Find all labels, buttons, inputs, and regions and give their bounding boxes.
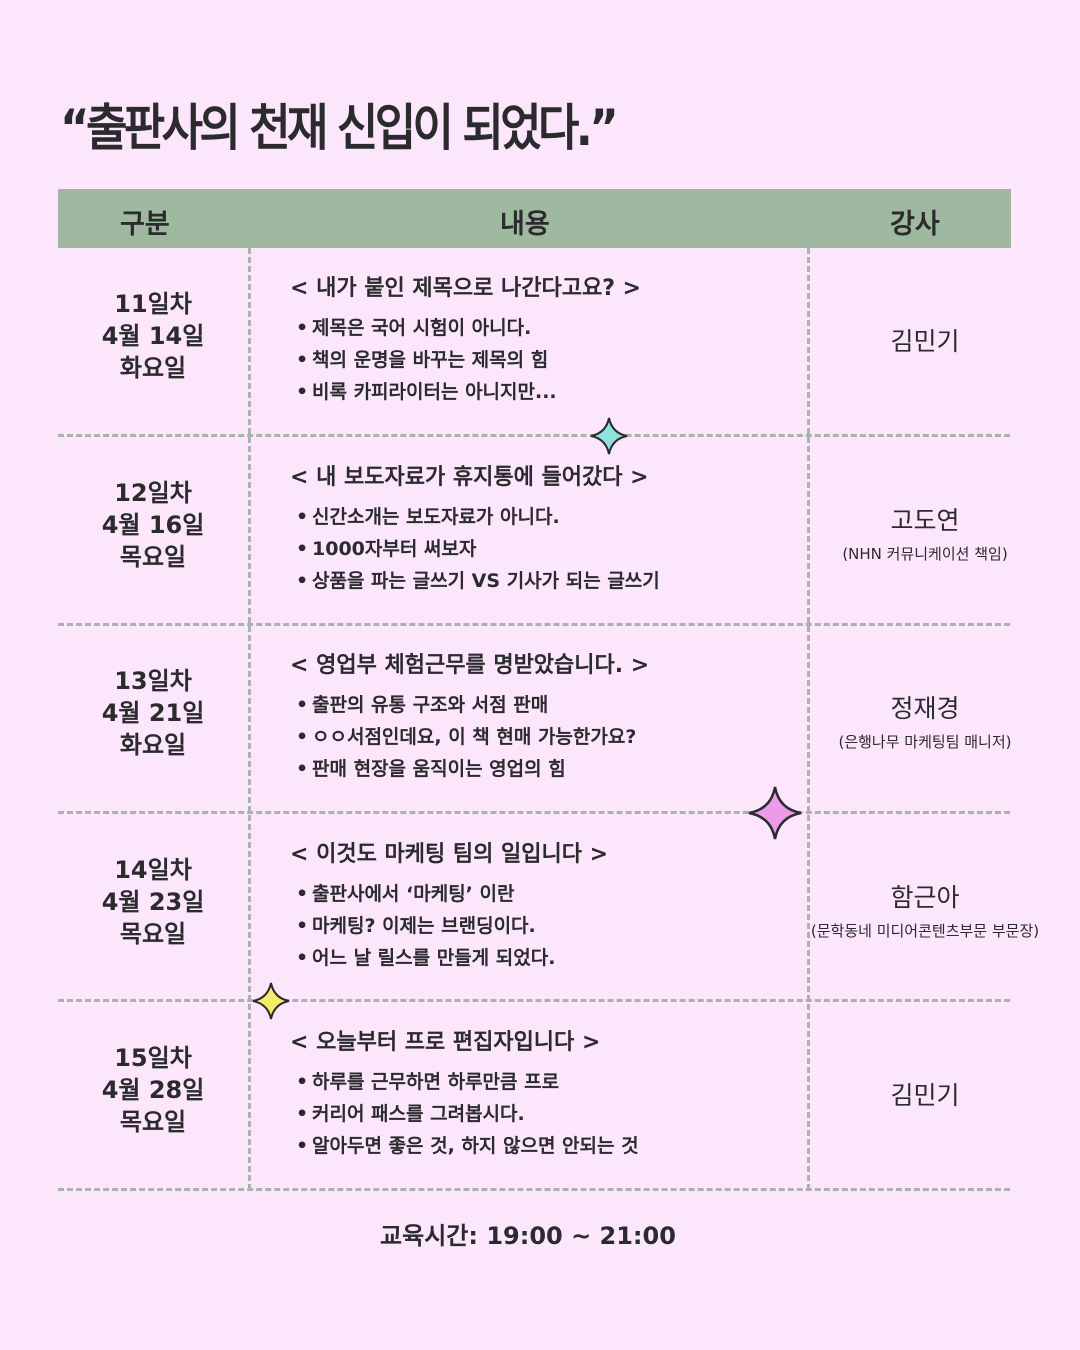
row-divider — [58, 623, 1010, 626]
session-weekday: 화요일 — [119, 731, 187, 759]
session-day: 14일차 — [114, 855, 192, 884]
page-title: “출판사의 천재 신입이 되었다.” — [60, 99, 619, 157]
sparkle-icon — [748, 786, 802, 840]
session-day: 13일차 — [114, 667, 192, 695]
sparkle-icon — [252, 982, 290, 1020]
session-weekday: 화요일 — [119, 354, 187, 382]
session-date-text: 4월 16일 — [101, 510, 205, 539]
bullet-item: 1000자부터 써보자 — [290, 533, 810, 565]
row-divider — [58, 1188, 1010, 1191]
session-day: 12일차 — [114, 478, 192, 507]
header-category: 구분 — [120, 209, 170, 240]
session-date-text: 4월 23일 — [101, 887, 205, 916]
session-topic: < 영업부 체험근무를 명받았습니다. > — [290, 653, 650, 678]
lecturer-name: 김민기 — [890, 327, 960, 356]
lecturer-name: 정재경 — [890, 694, 960, 723]
lecturer-name: 고도연 — [890, 505, 960, 535]
lecturer: 정재경 (은행나무 마케팅팀 매니저) — [810, 689, 1040, 752]
lecturer: 김민기 — [810, 322, 1040, 358]
session-date: 13일차 4월 21일 화요일 — [58, 665, 248, 761]
bullet-item: 상품을 파는 글쓰기 VS 기사가 되는 글쓰기 — [290, 565, 810, 597]
session-topic: < 내 보도자료가 휴지통에 들어갔다 > — [290, 464, 649, 490]
session-topic: < 오늘부터 프로 편집자입니다 > — [290, 1030, 601, 1055]
bullet-item: 제목은 국어 시험이 아니다. — [290, 312, 810, 344]
lecturer-name: 김민기 — [890, 1081, 960, 1110]
lecturer: 함근아 (문학동네 미디어콘텐츠부문 부문장) — [810, 878, 1040, 941]
schedule-row: 11일차 4월 14일 화요일 < 내가 붙인 제목으로 나간다고요? > 제목… — [58, 248, 1010, 436]
session-weekday: 목요일 — [119, 1108, 187, 1136]
class-time: 교육시간: 19:00 ~ 21:00 — [380, 1222, 676, 1250]
session-weekday: 목요일 — [119, 919, 187, 948]
bullet-item: 비록 카피라이터는 아니지만... — [290, 376, 810, 408]
bullet-item: 신간소개는 보도자료가 아니다. — [290, 501, 810, 533]
lecturer-affiliation: (문학동네 미디어콘텐츠부문 부문장) — [810, 921, 1040, 940]
bullet-item: 판매 현장을 움직이는 영업의 힘 — [290, 753, 810, 785]
header-content: 내용 — [500, 209, 550, 240]
session-content: < 내 보도자료가 휴지통에 들어갔다 > 신간소개는 보도자료가 아니다.10… — [290, 459, 810, 597]
session-date-text: 4월 28일 — [101, 1076, 205, 1104]
lecturer: 김민기 — [810, 1076, 1040, 1112]
session-date: 11일차 4월 14일 화요일 — [58, 288, 248, 384]
bullet-item: 출판의 유통 구조와 서점 판매 — [290, 689, 810, 721]
session-date: 14일차 4월 23일 목요일 — [58, 854, 248, 950]
bullet-item: 마케팅? 이제는 브랜딩이다. — [290, 910, 810, 942]
column-divider — [248, 248, 251, 1190]
sparkle-icon — [590, 417, 628, 455]
session-weekday: 목요일 — [119, 542, 187, 571]
session-content: < 영업부 체험근무를 명받았습니다. > 출판의 유통 구조와 서점 판매ㅇㅇ… — [290, 647, 810, 785]
session-date-text: 4월 21일 — [101, 699, 205, 727]
row-divider — [58, 811, 1010, 814]
session-content: < 오늘부터 프로 편집자입니다 > 하루를 근무하면 하루만큼 프로커리어 패… — [290, 1024, 810, 1162]
bullet-item: 출판사에서 ‘마케팅’ 이란 — [290, 878, 810, 910]
lecturer-affiliation: (은행나무 마케팅팀 매니저) — [838, 733, 1012, 751]
lecturer-name: 함근아 — [890, 882, 960, 912]
session-day: 15일차 — [114, 1044, 192, 1072]
bullet-item: 알아두면 좋은 것, 하지 않으면 안되는 것 — [290, 1130, 810, 1162]
session-day: 11일차 — [114, 290, 192, 318]
session-content: < 이것도 마케팅 팀의 일입니다 > 출판사에서 ‘마케팅’ 이란마케팅? 이… — [290, 836, 810, 974]
bullet-item: 커리어 패스를 그려봅시다. — [290, 1098, 810, 1130]
session-date-text: 4월 14일 — [101, 322, 205, 350]
session-date: 12일차 4월 16일 목요일 — [58, 477, 248, 573]
bullet-item: 책의 운명을 바꾸는 제목의 힘 — [290, 344, 810, 376]
session-content: < 내가 붙인 제목으로 나간다고요? > 제목은 국어 시험이 아니다.책의 … — [290, 270, 810, 408]
session-topic: < 내가 붙인 제목으로 나간다고요? > — [290, 276, 642, 301]
lecturer: 고도연 (NHN 커뮤니케이션 책임) — [810, 501, 1040, 564]
bullet-item: 어느 날 릴스를 만들게 되었다. — [290, 942, 810, 974]
header-lecturer: 강사 — [890, 209, 940, 240]
schedule-row: 13일차 4월 21일 화요일 < 영업부 체험근무를 명받았습니다. > 출판… — [58, 625, 1012, 813]
schedule-row: 14일차 4월 23일 목요일 < 이것도 마케팅 팀의 일입니다 > 출판사에… — [58, 814, 1039, 1002]
session-date: 15일차 4월 28일 목요일 — [58, 1042, 248, 1138]
lecturer-affiliation: (NHN 커뮤니케이션 책임) — [842, 544, 1008, 563]
schedule-row: 12일차 4월 16일 목요일 < 내 보도자료가 휴지통에 들어갔다 > 신간… — [58, 437, 1010, 625]
session-topic: < 이것도 마케팅 팀의 일입니다 > — [290, 841, 609, 867]
bullet-item: ㅇㅇ서점인데요, 이 책 현매 가능한가요? — [290, 721, 810, 753]
schedule-row: 15일차 4월 28일 목요일 < 오늘부터 프로 편집자입니다 > 하루를 근… — [58, 1002, 1010, 1190]
row-divider — [58, 434, 1010, 437]
table-header: 구분 내용 강사 — [58, 189, 1011, 248]
row-divider — [58, 999, 1010, 1002]
bullet-item: 하루를 근무하면 하루만큼 프로 — [290, 1066, 810, 1098]
